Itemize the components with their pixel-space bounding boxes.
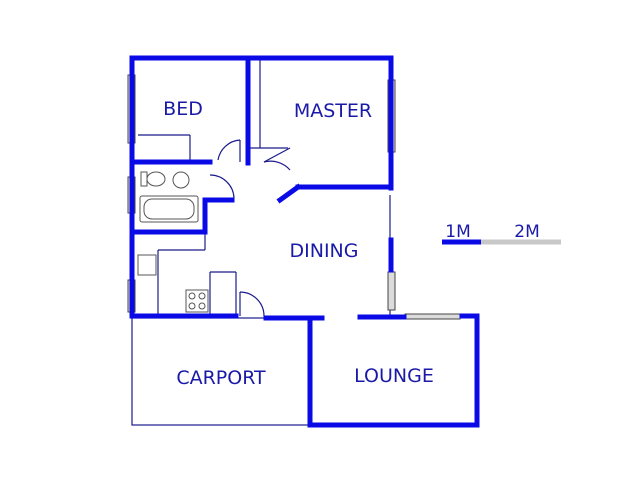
stove-icon	[185, 289, 209, 313]
window-dining	[387, 271, 396, 311]
room-label-bed: BED	[163, 98, 203, 120]
sink-icon	[137, 254, 157, 276]
room-label-dining: DINING	[290, 240, 359, 262]
window-lounge	[404, 313, 461, 320]
basin-icon	[172, 171, 190, 189]
door-swings	[209, 139, 462, 317]
room-label-lounge: LOUNGE	[354, 365, 434, 387]
scale-bar: 1M 2M	[442, 222, 561, 245]
room-label-master: MASTER	[294, 100, 372, 122]
fixtures	[137, 171, 209, 313]
room-label-carport: CARPORT	[176, 367, 266, 389]
walls	[129, 55, 480, 428]
toilet-icon	[146, 171, 166, 187]
scale-label-1m: 1M	[445, 222, 470, 242]
scale-label-2m: 2M	[514, 222, 539, 242]
